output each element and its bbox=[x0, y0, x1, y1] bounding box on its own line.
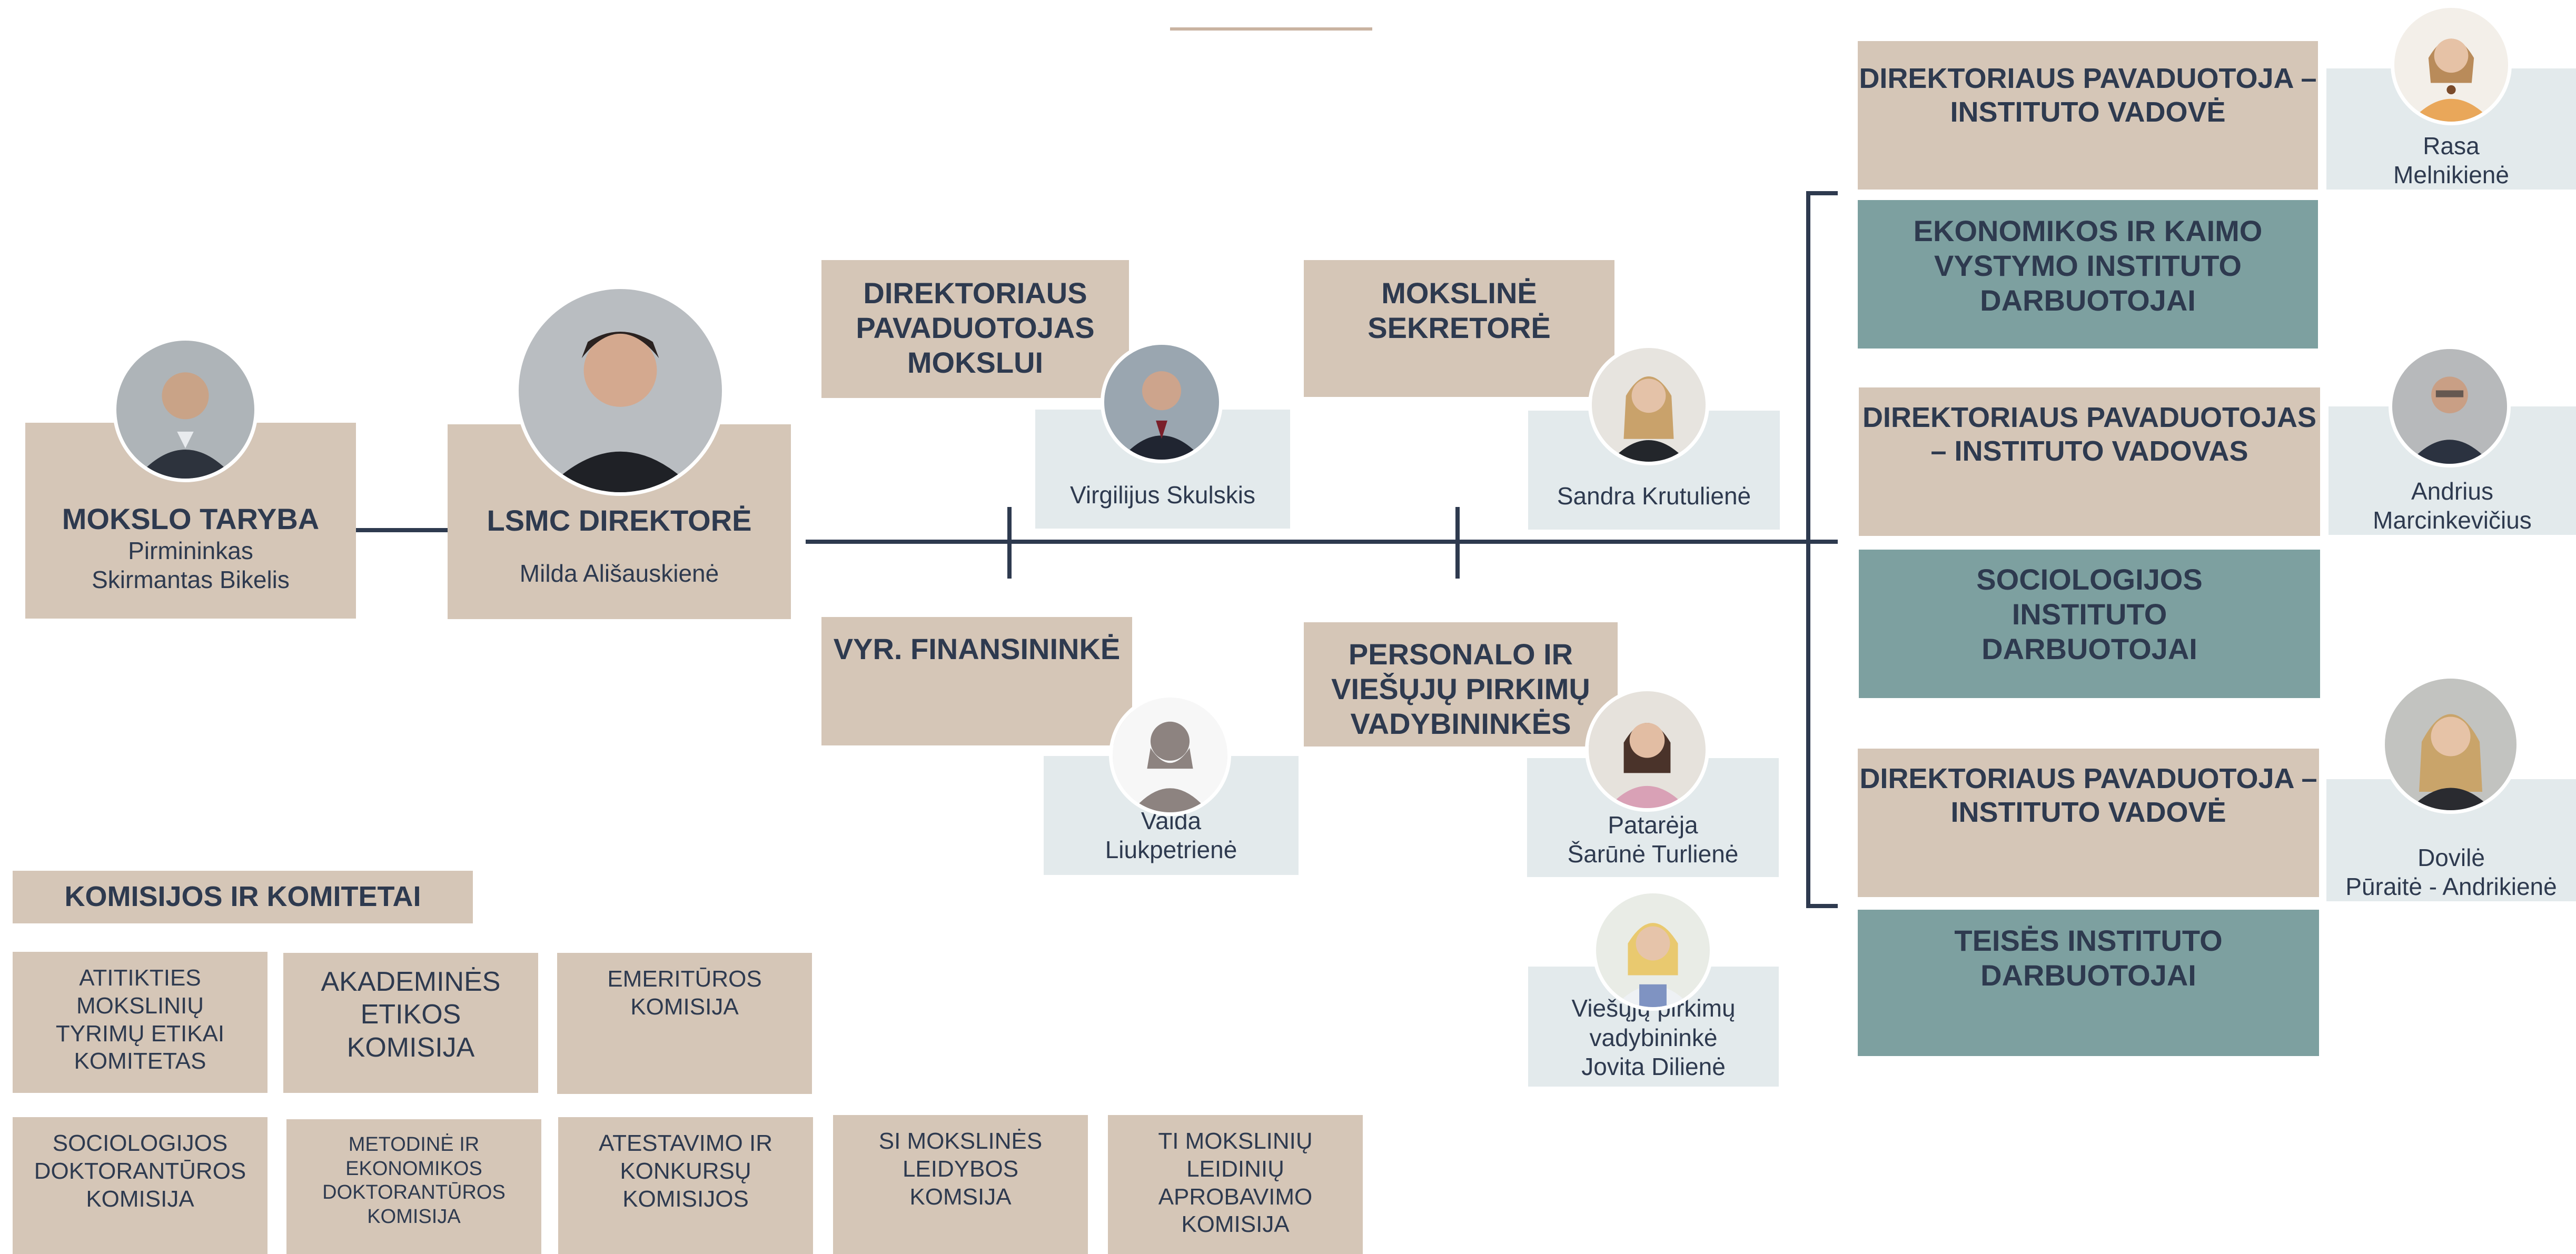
committee-emeritus-label: EMERITŪROS KOMISIJA bbox=[607, 966, 762, 1020]
committee-academic-ethics-label: AKADEMINĖS ETIKOS KOMISIJA bbox=[321, 967, 501, 1063]
procurement-manager-avatar bbox=[1592, 890, 1713, 1011]
deputy-science-name: Virgilijus Skulskis bbox=[1070, 481, 1255, 509]
committee-academic-ethics: AKADEMINĖS ETIKOS KOMISIJA bbox=[283, 953, 538, 1093]
committee-research-ethics: ATITIKTIES MOKSLINIŲ TYRIMŲ ETIKAI KOMIT… bbox=[13, 952, 267, 1093]
committee-emeritus: EMERITŪROS KOMISIJA bbox=[557, 953, 812, 1094]
deputy-science-avatar bbox=[1101, 341, 1223, 463]
institute-2-head-name: Andrius Marcinkevičius bbox=[2373, 477, 2532, 534]
institute-1-staff-title: EKONOMIKOS IR KAIMO VYSTYMO INSTITUTO DA… bbox=[1913, 214, 2263, 317]
institute-1-staff-box: EKONOMIKOS IR KAIMO VYSTYMO INSTITUTO DA… bbox=[1858, 200, 2318, 349]
science-council-role: Pirmininkas bbox=[128, 537, 253, 565]
institute-2-staff-box: SOCIOLOGIJOS INSTITUTO DARBUOTOJAI bbox=[1859, 550, 2320, 698]
scientific-secretary-box: MOKSLINĖ SEKRETORĖ bbox=[1304, 260, 1614, 397]
director-box: LSMC DIREKTORĖ Milda Ališauskienė bbox=[448, 424, 791, 619]
institute-3-staff-title: TEISĖS INSTITUTO DARBUOTOJAI bbox=[1954, 924, 2223, 992]
top-accent-line bbox=[1170, 27, 1372, 31]
science-council-chair-avatar bbox=[113, 337, 258, 482]
scientific-secretary-avatar bbox=[1588, 344, 1709, 465]
institute-1-head-title: DIREKTORIAUS PAVADUOTOJA – INSTITUTO VAD… bbox=[1859, 63, 2317, 128]
scientific-secretary-name: Sandra Krutulienė bbox=[1557, 482, 1751, 510]
personnel-advisor-name: Patarėja Šarūnė Turlienė bbox=[1567, 811, 1739, 868]
institutes-bracket-top bbox=[1806, 191, 1838, 195]
institute-3-staff-box: TEISĖS INSTITUTO DARBUOTOJAI bbox=[1858, 910, 2319, 1056]
committees-heading: KOMISIJOS IR KOMITETAI bbox=[64, 881, 421, 913]
personnel-title: PERSONALO IR VIEŠŲJŲ PIRKIMŲ VADYBININKĖ… bbox=[1331, 638, 1590, 741]
committee-methodical-economics-doctoral: METODINĖ IR EKONOMIKOS DOKTORANTŪROS KOM… bbox=[286, 1119, 541, 1254]
director-title: LSMC DIREKTORĖ bbox=[487, 504, 752, 537]
institutes-bracket-bottom bbox=[1806, 904, 1838, 908]
personnel-advisor-avatar bbox=[1585, 688, 1709, 812]
secretary-tick-connector bbox=[1455, 507, 1460, 579]
council-director-connector bbox=[356, 528, 448, 532]
committees-heading-box: KOMISIJOS IR KOMITETAI bbox=[13, 871, 473, 923]
institute-1-head-avatar bbox=[2391, 4, 2512, 125]
personnel-box: PERSONALO IR VIEŠŲJŲ PIRKIMŲ VADYBININKĖ… bbox=[1304, 622, 1618, 747]
institute-3-head-title: DIREKTORIAUS PAVADUOTOJA – INSTITUTO VAD… bbox=[1859, 763, 2317, 828]
deputy-tick-connector bbox=[1007, 507, 1012, 579]
committee-attestation-competition-label: ATESTAVIMO IR KONKURSŲ KOMISIJOS bbox=[598, 1130, 773, 1212]
institute-3-head-avatar bbox=[2381, 675, 2520, 814]
committee-attestation-competition: ATESTAVIMO IR KONKURSŲ KOMISIJOS bbox=[558, 1117, 813, 1254]
science-council-chair-name: Skirmantas Bikelis bbox=[92, 566, 290, 594]
institute-2-staff-title: SOCIOLOGIJOS INSTITUTO DARBUOTOJAI bbox=[1976, 563, 2203, 666]
committee-ti-publication-approval: TI MOKSLINIŲ LEIDINIŲ APROBAVIMO KOMISIJ… bbox=[1108, 1115, 1363, 1254]
institute-2-head-avatar bbox=[2389, 345, 2511, 467]
committee-sociology-doctoral: SOCIOLOGIJOS DOKTORANTŪROS KOMISIJA bbox=[13, 1117, 267, 1254]
institute-2-head-title: DIREKTORIAUS PAVADUOTOJAS – INSTITUTO VA… bbox=[1862, 402, 2317, 467]
director-avatar bbox=[515, 285, 726, 496]
scientific-secretary-title: MOKSLINĖ SEKRETORĖ bbox=[1368, 276, 1551, 345]
institute-1-head-name: Rasa Melnikienė bbox=[2393, 132, 2509, 188]
institutes-bracket-vertical bbox=[1806, 191, 1810, 908]
deputy-science-title: DIREKTORIAUS PAVADUOTOJAS MOKSLUI bbox=[856, 276, 1095, 380]
institute-1-head-box: DIREKTORIAUS PAVADUOTOJA – INSTITUTO VAD… bbox=[1858, 41, 2318, 190]
chief-accountant-title: VYR. FINANSININKĖ bbox=[833, 632, 1121, 665]
institute-3-head-box: DIREKTORIAUS PAVADUOTOJA – INSTITUTO VAD… bbox=[1858, 749, 2319, 897]
committee-methodical-economics-doctoral-label: METODINĖ IR EKONOMIKOS DOKTORANTŪROS KOM… bbox=[322, 1133, 506, 1228]
science-council-title: MOKSLO TARYBA bbox=[62, 502, 320, 535]
chief-accountant-avatar-placeholder bbox=[1109, 694, 1231, 816]
institute-2-head-box: DIREKTORIAUS PAVADUOTOJAS – INSTITUTO VA… bbox=[1859, 387, 2320, 536]
committee-research-ethics-label: ATITIKTIES MOKSLINIŲ TYRIMŲ ETIKAI KOMIT… bbox=[55, 965, 225, 1074]
committee-si-publishing-label: SI MOKSLINĖS LEIDYBOS KOMSIJA bbox=[878, 1128, 1043, 1210]
institute-3-head-name: Dovilė Pūraitė - Andrikienė bbox=[2345, 843, 2557, 900]
committee-ti-publication-approval-label: TI MOKSLINIŲ LEIDINIŲ APROBAVIMO KOMISIJ… bbox=[1158, 1128, 1313, 1238]
director-name: Milda Ališauskienė bbox=[519, 560, 719, 588]
chief-accountant-box: VYR. FINANSININKĖ bbox=[821, 617, 1132, 745]
main-horizontal-connector bbox=[806, 540, 1838, 544]
deputy-science-box: DIREKTORIAUS PAVADUOTOJAS MOKSLUI bbox=[821, 260, 1129, 398]
committee-si-publishing: SI MOKSLINĖS LEIDYBOS KOMSIJA bbox=[833, 1115, 1088, 1254]
committee-sociology-doctoral-label: SOCIOLOGIJOS DOKTORANTŪROS KOMISIJA bbox=[34, 1130, 246, 1212]
